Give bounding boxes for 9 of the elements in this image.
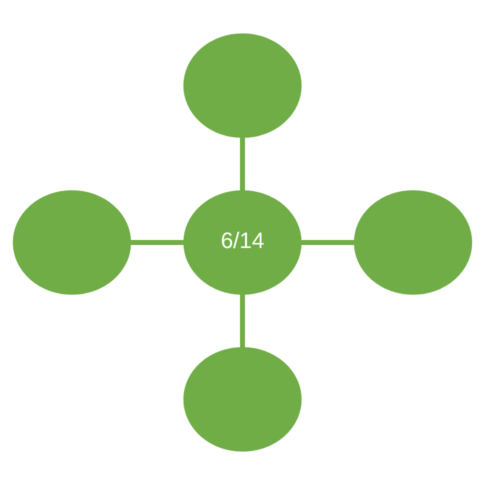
connector <box>240 137 245 191</box>
node-circle <box>183 33 302 138</box>
node-ellipse: 6/14 <box>183 190 302 295</box>
connector <box>301 240 354 245</box>
node-circle <box>12 190 132 295</box>
node-circle <box>354 190 472 295</box>
connector <box>130 240 184 245</box>
connector <box>240 294 245 348</box>
node-circle <box>183 347 302 452</box>
